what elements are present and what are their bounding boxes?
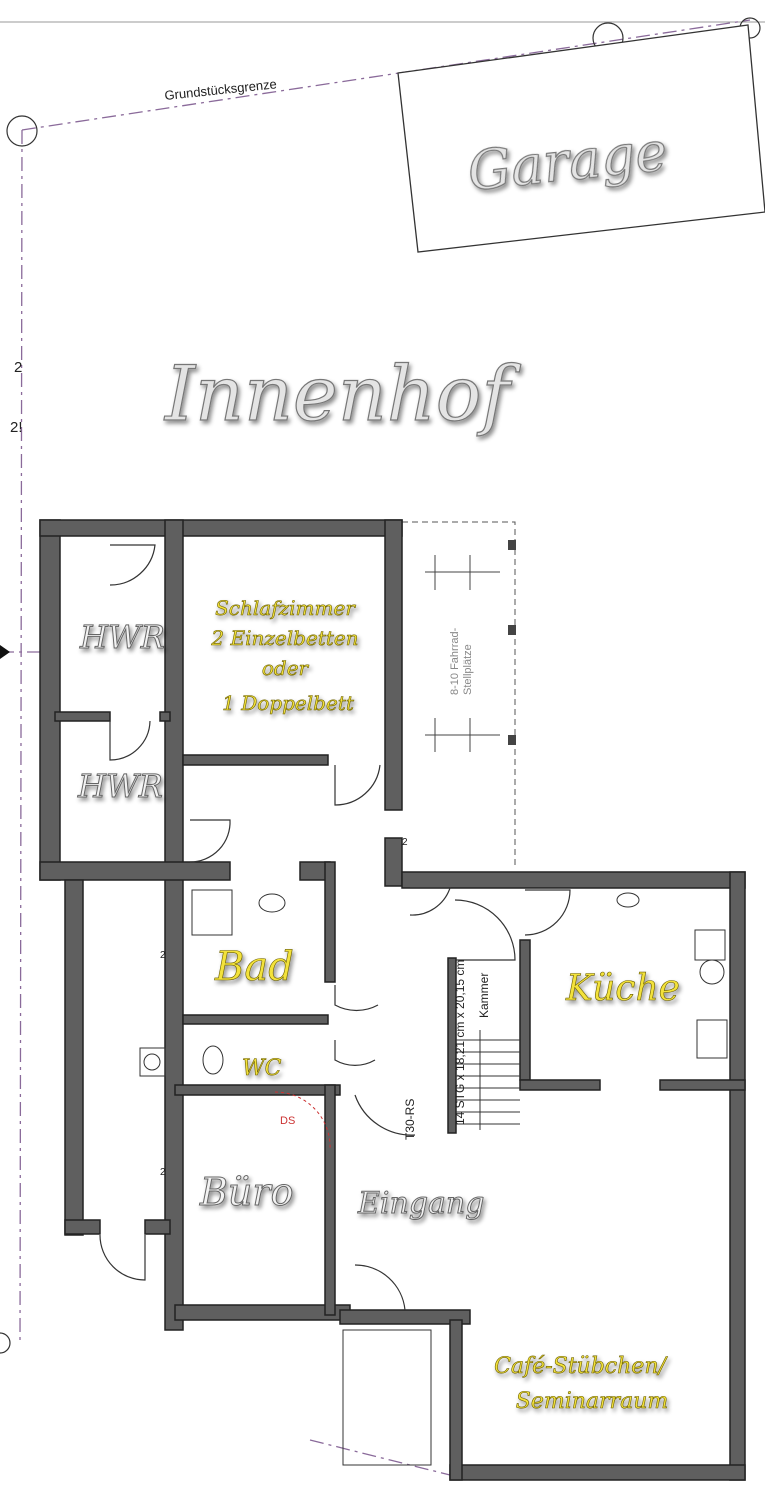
bike-area bbox=[402, 521, 516, 868]
bedroom-label: Schlafzimmer 2 Einzelbetten oder 1 Doppe… bbox=[210, 596, 359, 716]
edge-mark: 2! bbox=[10, 419, 23, 436]
wc-label: WC bbox=[242, 1056, 282, 1081]
kitchen-label: Küche bbox=[565, 968, 680, 1009]
entrance-label: Eingang bbox=[357, 1186, 484, 1221]
bath-label: Bad bbox=[214, 944, 294, 990]
svg-text:Schlafzimmer: Schlafzimmer bbox=[215, 596, 356, 620]
door-closer-arc bbox=[274, 1091, 331, 1151]
svg-text:Café-Stübchen/: Café-Stübchen/ bbox=[494, 1354, 668, 1379]
edge-mark: 2 bbox=[402, 837, 408, 848]
fire-door-label: T30-RS bbox=[403, 1099, 417, 1140]
edge-mark: 2 bbox=[14, 359, 22, 376]
property-line bbox=[21, 19, 751, 131]
garage-outline bbox=[397, 24, 765, 253]
door-swings bbox=[99, 544, 571, 1311]
hwr-lower-label: HWR bbox=[77, 767, 163, 805]
fixtures bbox=[139, 889, 728, 1466]
survey-marker bbox=[6, 115, 38, 147]
door-closer-label: DS bbox=[280, 1115, 295, 1127]
edge-mark: 2 bbox=[160, 1167, 166, 1178]
hwr-upper-label: HWR bbox=[79, 618, 165, 656]
staircase bbox=[456, 1030, 520, 1130]
bike-parking-label: 8-10 Fahrrad-Stellplätze bbox=[449, 627, 474, 695]
svg-text:oder: oder bbox=[262, 656, 310, 680]
svg-text:Seminarraum: Seminarraum bbox=[516, 1389, 668, 1414]
edge-mark: 2 bbox=[160, 950, 166, 961]
arrow-icon bbox=[0, 645, 10, 659]
courtyard-label: Innenhof bbox=[163, 349, 522, 438]
property-line-west bbox=[19, 129, 23, 1341]
bicycle-icon bbox=[425, 555, 500, 752]
office-label: Büro bbox=[199, 1170, 293, 1214]
cafe-label: Café-Stübchen/ Seminarraum bbox=[494, 1354, 669, 1415]
walls bbox=[39, 519, 746, 1481]
stairs-label: 14 STG x 18,21 cm x 20,15 cm bbox=[453, 960, 467, 1125]
property-line-label: Grundstücksgrenze bbox=[164, 76, 278, 103]
svg-text:2 Einzelbetten: 2 Einzelbetten bbox=[210, 626, 358, 650]
svg-text:1 Doppelbett: 1 Doppelbett bbox=[222, 691, 355, 715]
storage-label: Kammer bbox=[477, 973, 491, 1018]
survey-marker bbox=[0, 1332, 11, 1354]
property-line-south bbox=[309, 1439, 471, 1481]
